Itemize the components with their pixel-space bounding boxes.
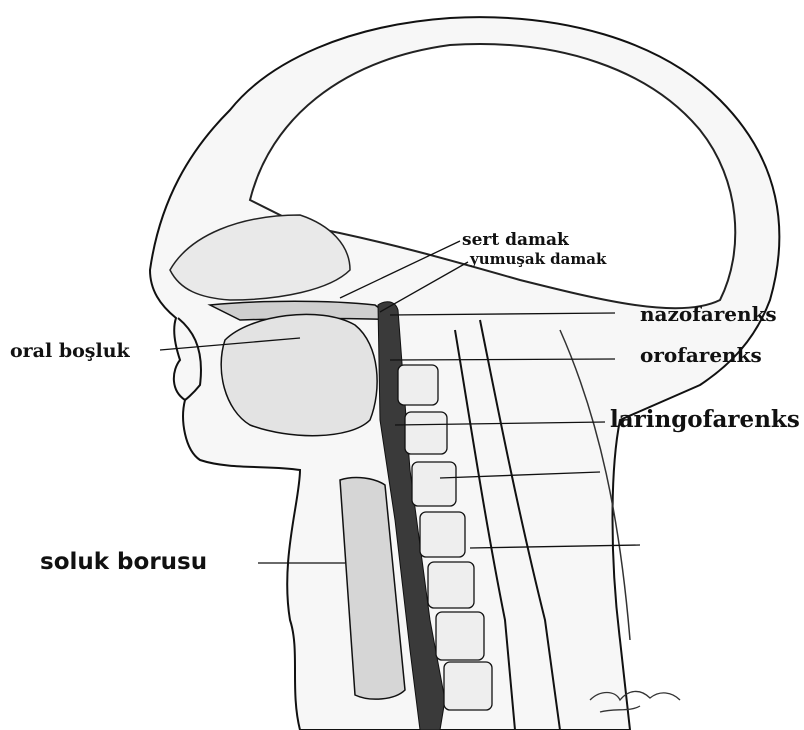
label-oral-bosluk: oral boşluk bbox=[10, 342, 130, 361]
label-laringofarenks: laringofarenks bbox=[610, 408, 800, 431]
label-soluk-borusu: soluk borusu bbox=[40, 551, 207, 574]
label-yumusak-damak: yumuşak damak bbox=[470, 252, 606, 267]
label-sert-damak: sert damak bbox=[462, 232, 569, 249]
tongue bbox=[221, 314, 377, 435]
label-orofarenks: orofarenks bbox=[640, 345, 762, 365]
label-nazofarenks: nazofarenks bbox=[640, 304, 777, 324]
